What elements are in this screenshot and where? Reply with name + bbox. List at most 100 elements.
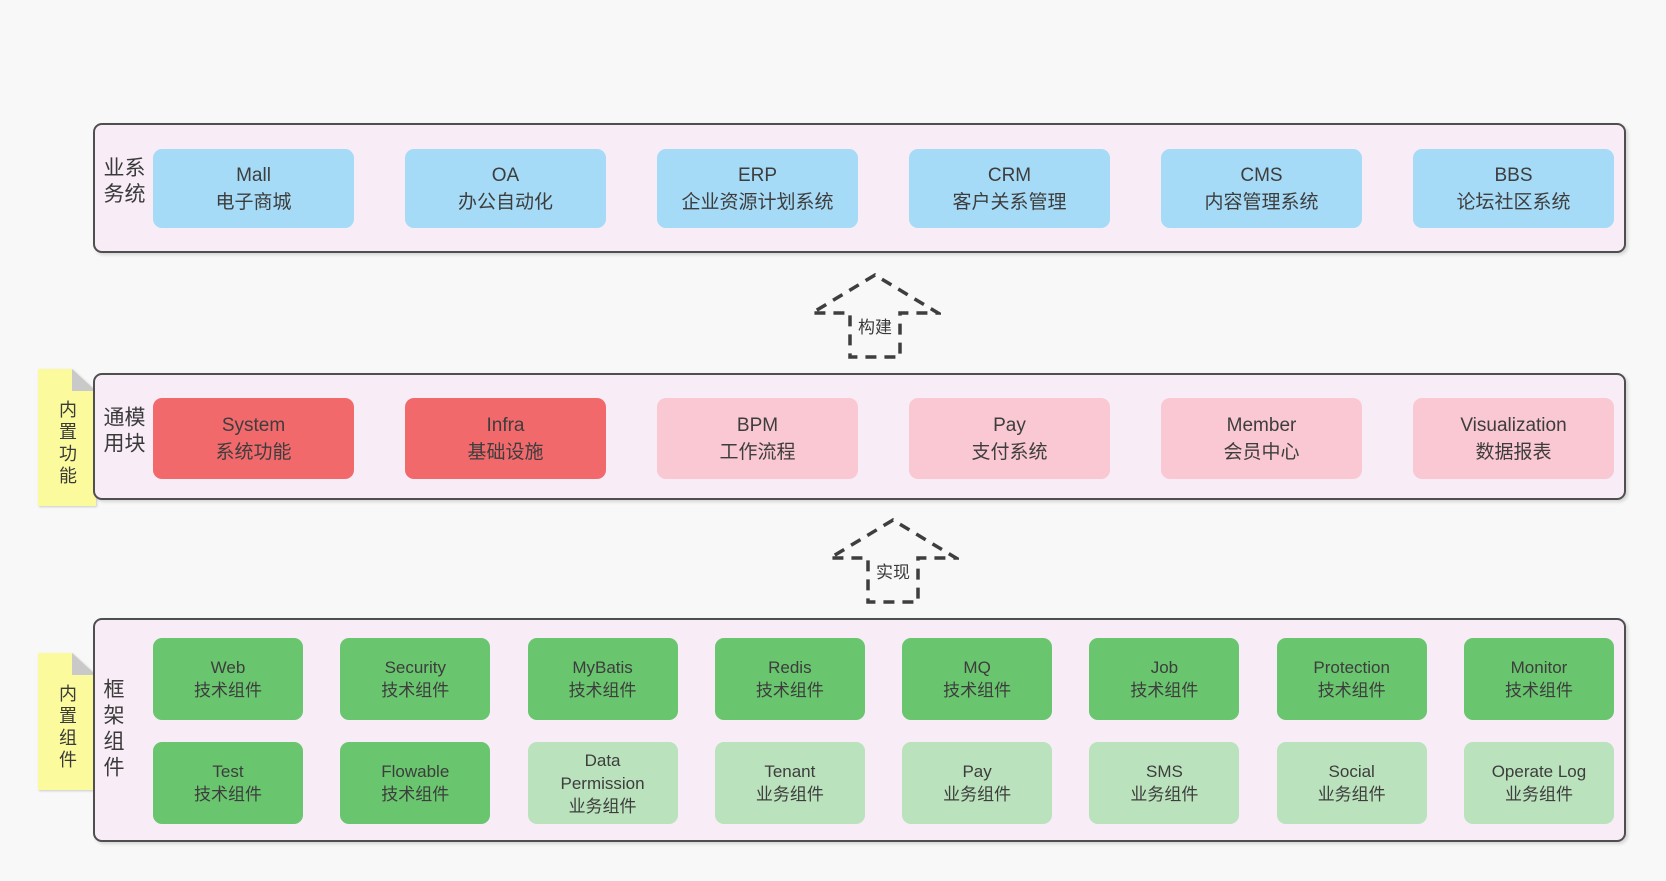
box-title: OA [491, 164, 520, 186]
arrow-label: 实现 [872, 557, 914, 584]
box-subtitle: 业务组件 [943, 785, 1012, 804]
box-subtitle: 办公自动化 [457, 191, 553, 213]
arrow-label: 构建 [854, 312, 896, 339]
box-monitor: Monitor 技术组件 [1463, 638, 1614, 720]
layer-label-business-systems: 业务系统 [101, 156, 145, 209]
box-title: Social [1328, 762, 1375, 781]
box-subtitle: 技术组件 [381, 785, 450, 804]
box-title: MQ [963, 658, 991, 677]
box-title: Data Permission [560, 750, 645, 793]
box-mall: Mall 电子商城 [153, 149, 354, 228]
box-subtitle: 论坛社区系统 [1456, 191, 1571, 213]
box-subtitle: 基础设施 [467, 441, 544, 463]
box-subtitle: 支付系统 [971, 441, 1048, 463]
box-title: CMS [1240, 164, 1283, 186]
box-job: Job 技术组件 [1089, 638, 1240, 720]
box-title: Tenant [764, 762, 816, 781]
box-subtitle: 技术组件 [568, 681, 637, 700]
box-security: Security 技术组件 [340, 638, 491, 720]
box-subtitle: 技术组件 [1504, 681, 1573, 700]
box-title: Pay [962, 762, 992, 781]
box-title: System [221, 414, 286, 436]
box-subtitle: 系统功能 [215, 441, 292, 463]
box-title: Mall [236, 164, 271, 186]
box-mybatis: MyBatis 技术组件 [527, 638, 678, 720]
box-title: Monitor [1510, 658, 1568, 677]
note-built-in-features: 内置功能 [38, 369, 96, 506]
box-subtitle: 工作流程 [719, 441, 796, 463]
box-subtitle: 技术组件 [381, 681, 450, 700]
note-text: 内置组件 [57, 683, 77, 772]
box-title: BBS [1494, 164, 1533, 186]
box-bpm: BPM 工作流程 [657, 398, 858, 479]
business-systems-row: Mall 电子商城 OA 办公自动化 ERP 企业资源计划系统 CRM 客户关系… [153, 149, 1614, 228]
box-subtitle: 企业资源计划系统 [681, 191, 834, 213]
box-subtitle: 数据报表 [1475, 441, 1552, 463]
note-text: 内置功能 [57, 399, 77, 488]
box-test: Test 技术组件 [153, 742, 303, 824]
box-erp: ERP 企业资源计划系统 [657, 149, 858, 228]
box-title: Visualization [1460, 414, 1567, 436]
note-built-in-components: 内置组件 [38, 653, 96, 790]
box-sms: SMS 业务组件 [1089, 742, 1240, 824]
box-title: CRM [987, 164, 1032, 186]
box-title: Pay [993, 414, 1026, 436]
arrow-implement: 实现 [827, 517, 959, 605]
box-redis: Redis 技术组件 [714, 638, 865, 720]
sticky-note: 内置功能 [38, 369, 96, 506]
box-title: Member [1226, 414, 1297, 436]
dashed-up-arrow-icon [809, 272, 941, 359]
box-subtitle: 技术组件 [1317, 681, 1386, 700]
layer-framework-components: 框架组件 Web 技术组件 Security 技术组件 MyBatis 技术组件… [93, 618, 1626, 842]
box-cms: CMS 内容管理系统 [1161, 149, 1362, 228]
box-subtitle: 业务组件 [755, 785, 824, 804]
box-subtitle: 技术组件 [943, 681, 1012, 700]
box-member: Member 会员中心 [1161, 398, 1362, 479]
box-social: Social 业务组件 [1276, 742, 1427, 824]
sticky-note: 内置组件 [38, 653, 96, 790]
box-title: SMS [1145, 762, 1183, 781]
box-subtitle: 技术组件 [1130, 681, 1199, 700]
common-modules-row: System 系统功能 Infra 基础设施 BPM 工作流程 Pay 支付系统… [153, 398, 1614, 479]
box-subtitle: 技术组件 [755, 681, 824, 700]
box-protection: Protection 技术组件 [1276, 638, 1427, 720]
box-subtitle: 业务组件 [1504, 785, 1573, 804]
box-visualization: Visualization 数据报表 [1413, 398, 1614, 479]
layer-business-systems: 业务系统 Mall 电子商城 OA 办公自动化 ERP 企业资源计划系统 CRM… [93, 123, 1626, 253]
box-title: Infra [486, 414, 525, 436]
box-title: ERP [737, 164, 778, 186]
box-operate-log: Operate Log 业务组件 [1463, 742, 1614, 824]
box-subtitle: 客户关系管理 [952, 191, 1067, 213]
box-pay-biz: Pay 业务组件 [902, 742, 1053, 824]
arrow-build: 构建 [809, 272, 941, 360]
box-oa: OA 办公自动化 [405, 149, 606, 228]
box-title: MyBatis [572, 658, 633, 677]
box-bbs: BBS 论坛社区系统 [1413, 149, 1614, 228]
box-title: Protection [1313, 658, 1390, 677]
box-system: System 系统功能 [153, 398, 354, 479]
box-title: Web [210, 658, 246, 677]
framework-components-row-2: Test 技术组件 Flowable 技术组件 Data Permission … [153, 742, 1614, 824]
box-subtitle: 内容管理系统 [1204, 191, 1319, 213]
box-web: Web 技术组件 [153, 638, 303, 720]
framework-components-row-1: Web 技术组件 Security 技术组件 MyBatis 技术组件 Redi… [153, 638, 1614, 720]
box-subtitle: 业务组件 [568, 796, 637, 816]
box-pay: Pay 支付系统 [909, 398, 1110, 479]
box-title: BPM [736, 414, 779, 436]
box-subtitle: 技术组件 [194, 785, 262, 804]
box-infra: Infra 基础设施 [405, 398, 606, 479]
box-title: Job [1150, 658, 1179, 677]
box-title: Redis [768, 658, 812, 677]
box-tenant: Tenant 业务组件 [714, 742, 865, 824]
box-title: Flowable [381, 762, 450, 781]
box-subtitle: 业务组件 [1317, 785, 1386, 804]
box-title: Test [212, 762, 244, 781]
box-flowable: Flowable 技术组件 [340, 742, 491, 824]
box-crm: CRM 客户关系管理 [909, 149, 1110, 228]
box-data-permission: Data Permission 业务组件 [527, 742, 678, 824]
box-title: Security [384, 658, 446, 677]
box-mq: MQ 技术组件 [902, 638, 1053, 720]
dashed-up-arrow-icon [827, 517, 959, 604]
box-subtitle: 会员中心 [1223, 441, 1300, 463]
